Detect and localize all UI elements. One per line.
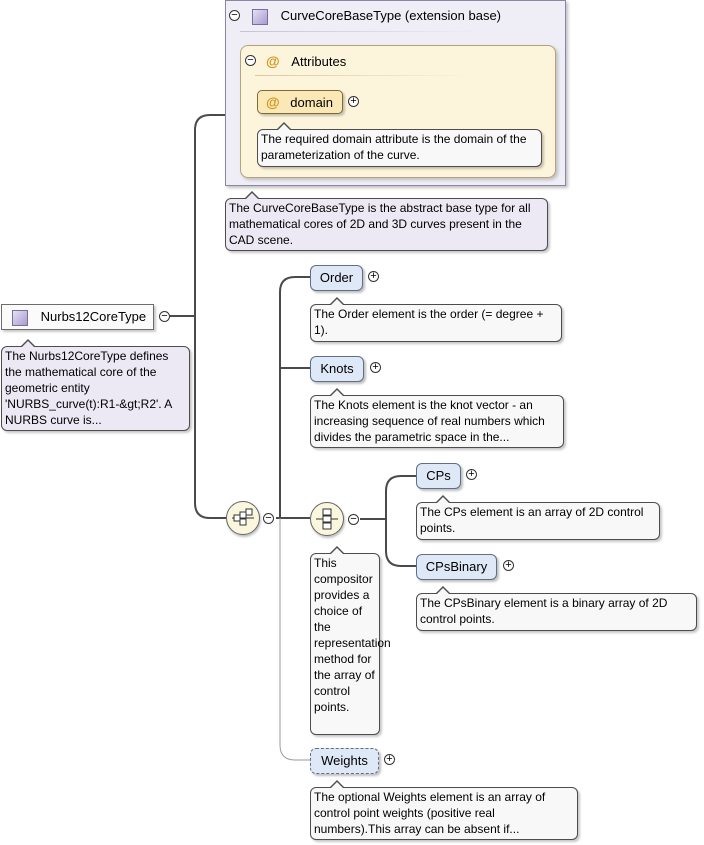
sequence-compositor-icon [232,508,254,526]
choice-compositor[interactable] [310,502,344,536]
type-square-icon [252,8,268,25]
choice-collapse-toggle[interactable]: − [348,514,359,525]
root-type-box[interactable]: Nurbs12CoreType [1,304,154,330]
extension-header-divider [240,31,480,32]
attributes-title: Attributes [291,54,347,69]
knots-expand-toggle[interactable]: + [370,362,381,373]
cps-element-note: The CPs element is an array of 2D contro… [416,495,660,540]
cps-element[interactable]: CPs [416,463,461,489]
cps-expand-toggle[interactable]: + [466,469,477,480]
root-type-note: The Nurbs12CoreType defines the mathemat… [1,339,190,431]
knots-element-note: The Knots element is the knot vector - a… [310,388,564,448]
at-sign-icon: @ [266,94,280,110]
weights-element[interactable]: Weights [310,748,379,774]
choice-compositor-icon [316,508,338,530]
attributes-collapse-toggle[interactable]: − [245,55,256,66]
extension-base-title: CurveCoreBaseType (extension base) [280,8,502,23]
domain-expand-toggle[interactable]: + [348,96,359,107]
root-collapse-toggle[interactable]: − [159,311,170,322]
knots-element[interactable]: Knots [310,356,364,382]
sequence-collapse-toggle[interactable]: − [263,513,274,524]
order-element-note: The Order element is the order (= degree… [310,297,562,342]
domain-attribute-label: domain [290,95,333,110]
choice-compositor-note: This compositor provides a choice of the… [310,546,391,735]
cpsbinary-element[interactable]: CPsBinary [416,554,497,580]
type-square-icon [12,309,28,326]
attributes-header-divider [255,75,475,76]
domain-attribute-note: The required domain attribute is the dom… [257,122,542,167]
weights-element-note: The optional Weights element is an array… [310,780,578,840]
weights-expand-toggle[interactable]: + [384,754,395,765]
extension-base-header: CurveCoreBaseType (extension base) [252,7,552,25]
root-type-label: Nurbs12CoreType [40,309,147,324]
extension-collapse-toggle[interactable]: − [229,10,240,21]
order-element[interactable]: Order [310,265,363,291]
at-sign-icon: @ [266,53,280,69]
extension-base-note: The CurveCoreBaseType is the abstract ba… [225,191,548,251]
sequence-compositor[interactable] [226,501,260,535]
cpsbinary-element-note: The CPsBinary element is a binary array … [416,586,697,631]
attributes-header: @ Attributes [266,52,466,70]
order-expand-toggle[interactable]: + [368,271,379,282]
domain-attribute[interactable]: @ domain [257,90,343,114]
cpsbinary-expand-toggle[interactable]: + [503,560,514,571]
